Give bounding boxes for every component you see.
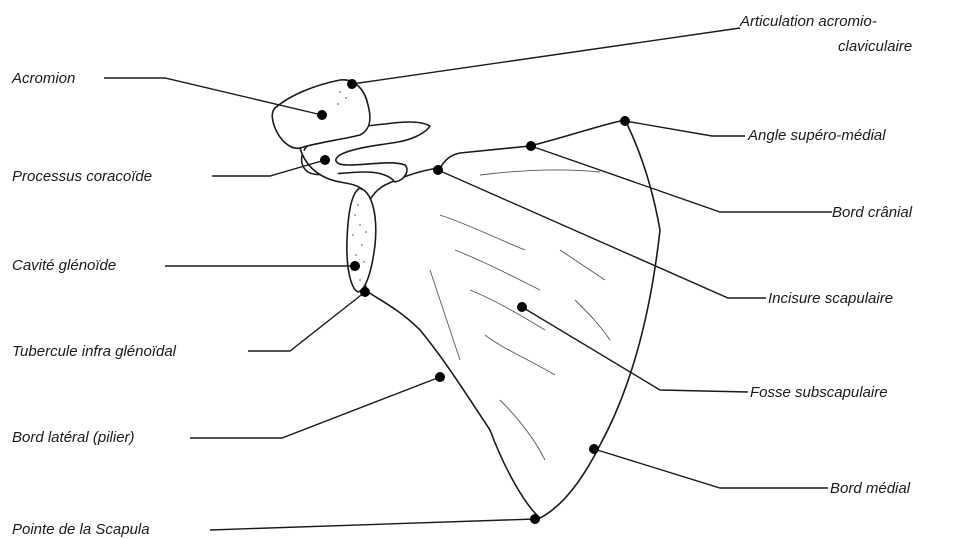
dot-fosse <box>517 302 527 312</box>
label-acromion: Acromion <box>11 70 75 87</box>
label-fosse-subscapulaire: Fosse subscapulaire <box>750 384 888 401</box>
label-articulation-line2: claviculaire <box>838 38 912 55</box>
dot-cavite <box>350 261 360 271</box>
label-tubercule-infra-glenoidal: Tubercule infra glénoïdal <box>12 343 177 360</box>
label-angle-supero-medial: Angle supéro-médial <box>747 127 886 144</box>
leader-bord-medial <box>594 449 828 488</box>
dot-bord-lateral <box>435 372 445 382</box>
dot-angle-supero-medial <box>620 116 630 126</box>
label-bord-medial: Bord médial <box>830 480 911 497</box>
dot-pointe <box>530 514 540 524</box>
dot-tubercule <box>360 287 370 297</box>
label-bord-cranial: Bord crânial <box>832 204 913 221</box>
leader-articulation <box>352 28 740 84</box>
dot-acromion <box>317 110 327 120</box>
leader-tubercule <box>248 292 365 351</box>
leader-bord-lateral <box>190 377 440 438</box>
dot-incisure <box>433 165 443 175</box>
leader-angle-supero-medial <box>625 121 745 136</box>
scapula-body <box>360 120 660 518</box>
label-cavite-glenoide: Cavité glénoïde <box>12 257 116 274</box>
leader-pointe <box>210 519 535 530</box>
label-incisure-scapulaire: Incisure scapulaire <box>768 290 893 307</box>
label-pointe-scapula: Pointe de la Scapula <box>12 521 150 538</box>
label-articulation-line1: Articulation acromio- <box>739 13 877 30</box>
dot-bord-cranial <box>526 141 536 151</box>
dot-processus-coracoide <box>320 155 330 165</box>
dot-articulation <box>347 79 357 89</box>
label-processus-coracoide: Processus coracoïde <box>12 168 152 185</box>
dot-bord-medial <box>589 444 599 454</box>
label-bord-lateral: Bord latéral (pilier) <box>12 429 135 446</box>
